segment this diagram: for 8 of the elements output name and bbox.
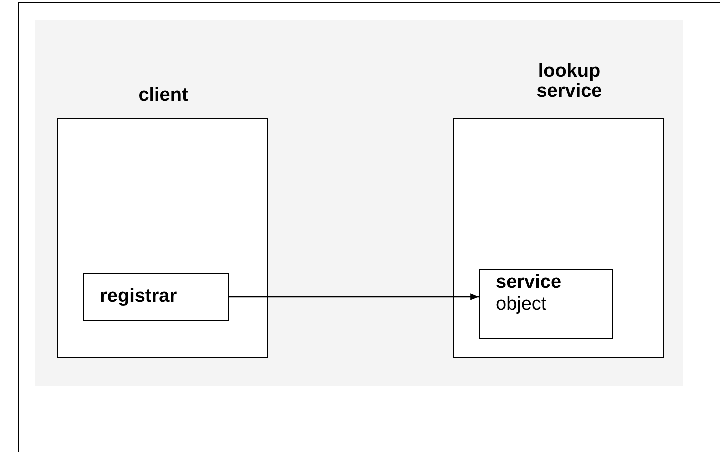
object-name: registrar [99,286,178,308]
object-box [83,273,229,321]
arrow [229,294,479,300]
component-heading: client [138,86,190,106]
object-box [479,269,613,339]
object-name: service [495,272,562,294]
component-heading: lookup service [536,62,604,102]
object-subtitle: object [495,294,547,316]
